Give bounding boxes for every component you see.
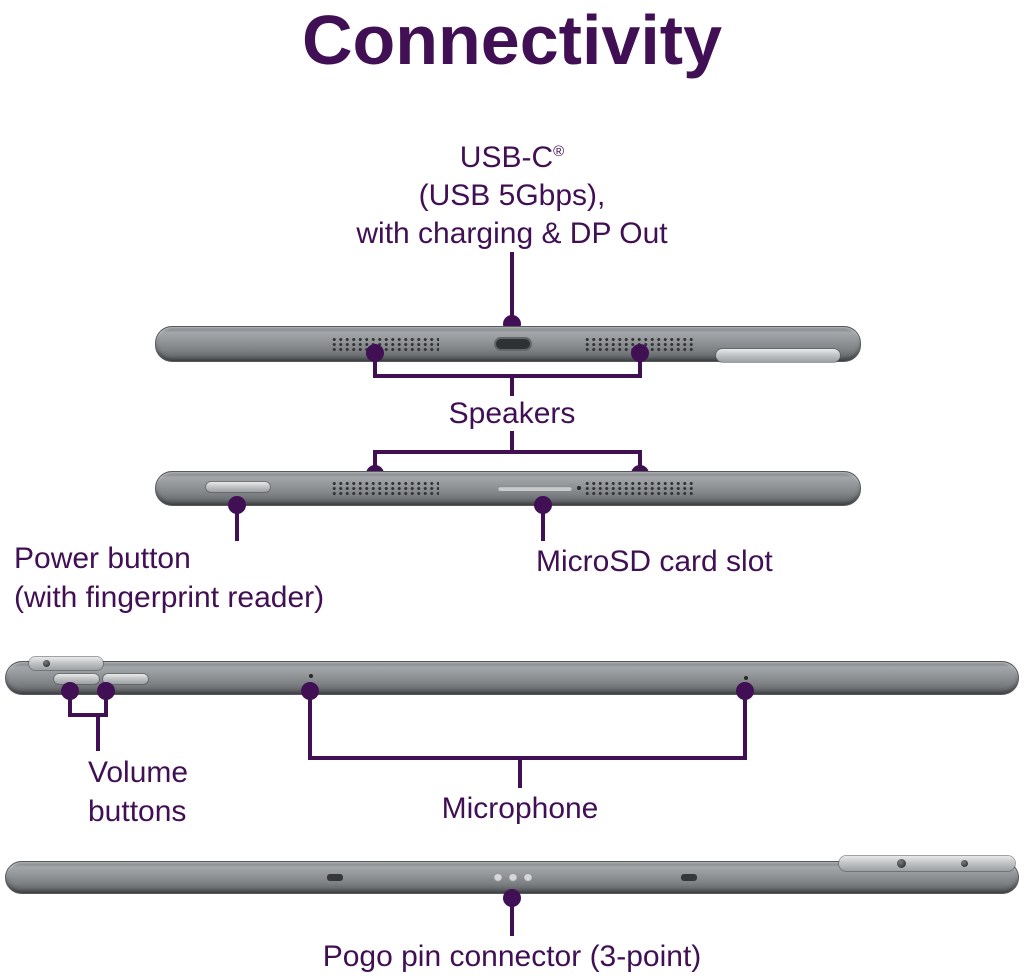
tablet-usb-edge	[155, 326, 861, 362]
tablet-power-edge	[155, 471, 861, 506]
usb-c-port	[494, 337, 532, 351]
microsd-slot	[498, 486, 572, 491]
usb-c-label-line3: with charging & DP Out	[356, 217, 668, 250]
microphone-bracket-hline	[308, 756, 747, 760]
volume-label: Volume buttons	[88, 753, 188, 831]
speakers-bracket-hline-bottom	[373, 450, 642, 454]
speakers-bracket-line-left-2	[373, 452, 377, 474]
volume-bracket-stem	[96, 715, 100, 751]
power-button	[206, 482, 270, 492]
speakers-label: Speakers	[448, 397, 576, 430]
pogo-callout-line	[510, 898, 514, 936]
camera-flash	[961, 860, 968, 867]
speakers-bracket-stem-bottom	[510, 431, 514, 452]
speaker-grille-top-left	[331, 337, 439, 352]
speaker-grille-bottom-right	[584, 481, 696, 496]
pogo-pin-1	[494, 874, 502, 882]
registered-mark: ®	[553, 143, 565, 160]
volume-bracket-hline	[68, 713, 108, 717]
speakers-bracket-line-right-2	[638, 452, 642, 474]
speakers-bracket-stem-top	[510, 376, 514, 396]
page-title: Connectivity	[301, 1, 723, 79]
power-button-label-line1: Power button	[14, 542, 191, 575]
camera-island-left	[29, 657, 103, 670]
accessory-port-left	[327, 874, 343, 881]
microsd-callout-line	[541, 505, 545, 541]
pogo-pin-3	[524, 874, 532, 882]
power-button-label: Power button (with fingerprint reader)	[14, 539, 324, 617]
camera-island-right	[839, 856, 1015, 871]
usb-c-label-line2: (USB 5Gbps),	[418, 179, 606, 212]
volume-button-down	[103, 674, 148, 684]
usb-c-callout-line	[510, 252, 514, 316]
volume-bracket-line-right	[104, 691, 108, 715]
tablet-volume-edge	[5, 657, 1019, 695]
accessory-port-right	[681, 874, 697, 881]
camera-bump	[716, 349, 840, 362]
usb-c-label: USB-C® (USB 5Gbps), with charging & DP O…	[356, 133, 667, 253]
microphone-bracket-line-left	[308, 691, 312, 758]
pogo-label: Pogo pin connector (3-point)	[322, 940, 702, 973]
microsd-label: MicroSD card slot	[536, 545, 773, 578]
microphone-hole-left	[309, 674, 313, 678]
speakers-bracket-hline-top	[373, 374, 642, 378]
power-button-label-line2: (with fingerprint reader)	[14, 581, 325, 614]
speakers-bracket-line-right	[638, 353, 642, 376]
volume-button-up	[54, 674, 99, 684]
microphone-bracket-stem	[518, 758, 522, 788]
microsd-pinhole	[577, 486, 581, 490]
volume-label-line2: buttons	[88, 795, 187, 828]
camera-lens-right	[897, 859, 906, 868]
usb-c-label-line1: USB-C®	[356, 133, 667, 177]
volume-bracket-line-left	[68, 691, 72, 715]
microphone-bracket-line-right	[743, 691, 747, 758]
pogo-pin-2	[509, 874, 517, 882]
microphone-hole-right	[744, 676, 748, 680]
microphone-label: Microphone	[441, 792, 599, 825]
volume-label-line1: Volume	[88, 756, 189, 789]
speaker-grille-bottom-left	[331, 481, 439, 496]
speakers-bracket-line-left	[373, 353, 377, 376]
usb-c-name: USB-C	[459, 141, 554, 174]
camera-lens-left	[43, 660, 50, 667]
power-button-callout-line	[235, 505, 239, 541]
